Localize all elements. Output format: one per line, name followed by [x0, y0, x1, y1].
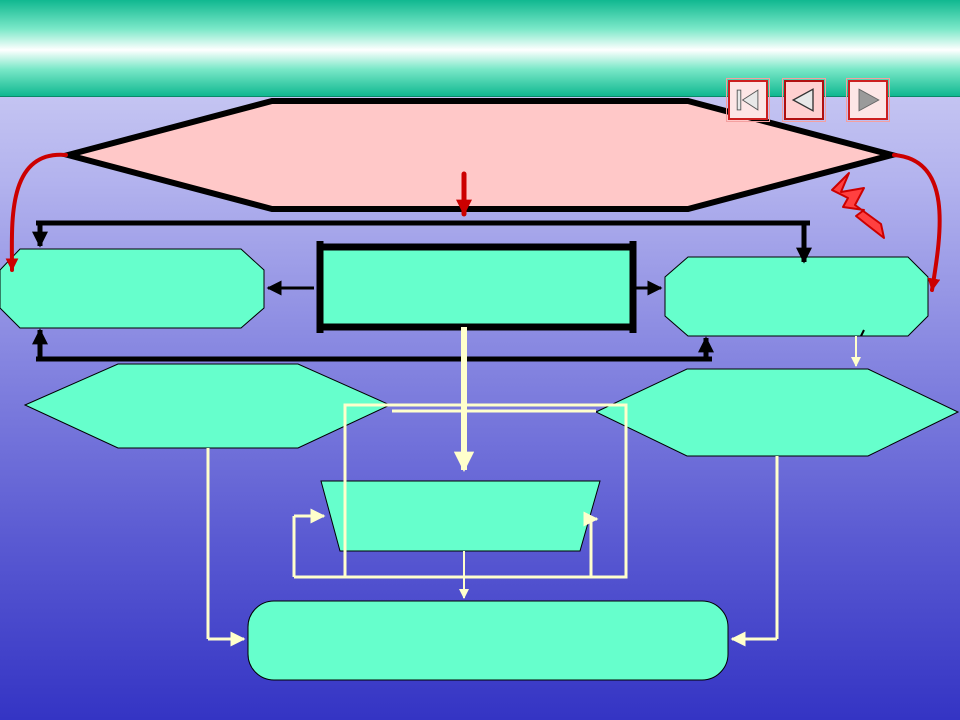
left-hexagon-node [23, 363, 392, 449]
lightning-bolt-icon [831, 172, 885, 239]
light-connectors [206, 327, 861, 647]
center-box-node [316, 243, 637, 331]
black-connectors [31, 220, 865, 362]
right-box-corner-tick [860, 329, 865, 337]
top-hexagon-node [56, 98, 904, 212]
right-red-curve [892, 153, 942, 292]
left-box-node [0, 248, 265, 329]
skip-first-icon [736, 89, 759, 111]
trapezoid-node [320, 480, 601, 552]
red-connectors [5, 152, 942, 292]
first-slide-button[interactable] [726, 78, 770, 122]
bottom-box-node [247, 600, 729, 681]
inner-loop-frame [343, 403, 628, 579]
next-icon [858, 88, 880, 112]
right-hexagon-node [594, 368, 960, 457]
next-slide-button[interactable] [846, 78, 890, 122]
right-box-node [664, 256, 929, 337]
previous-slide-button[interactable] [782, 78, 826, 122]
left-red-curve [5, 152, 68, 272]
previous-icon [791, 88, 814, 112]
